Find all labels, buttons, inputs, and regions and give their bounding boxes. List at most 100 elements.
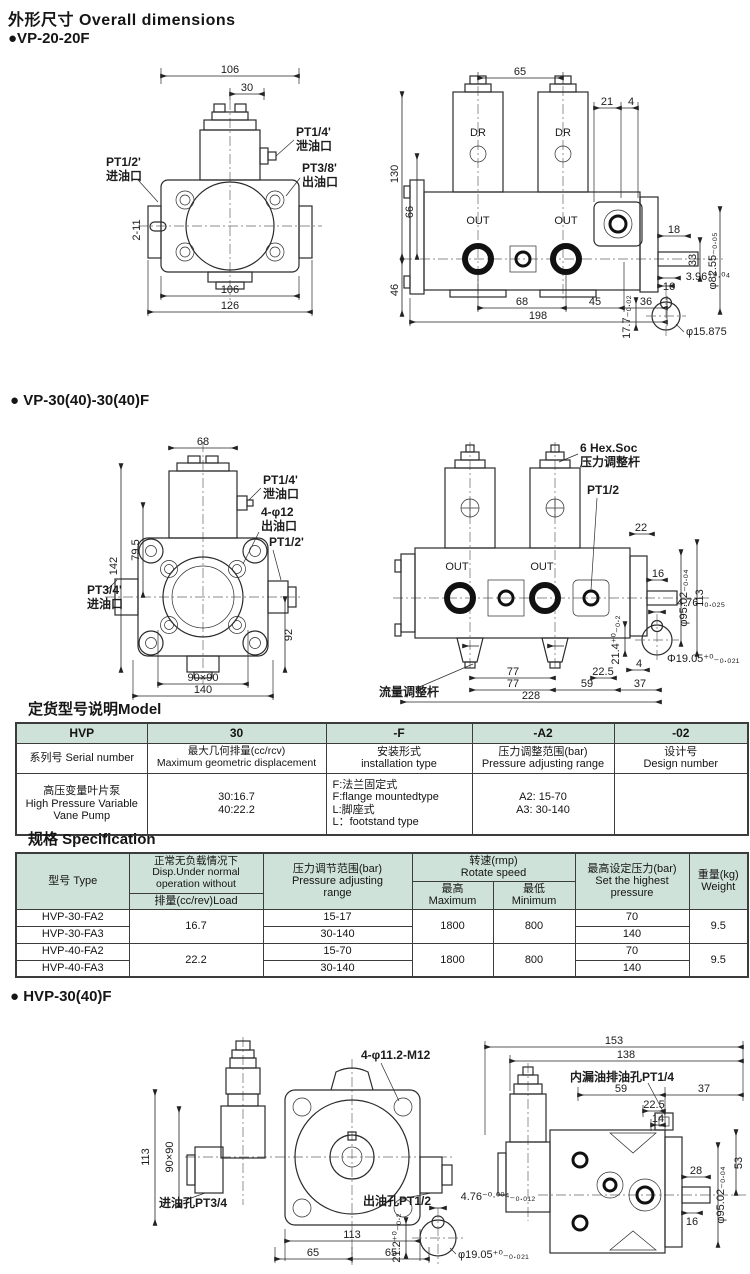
drain-port-label: PT1/4': [263, 473, 298, 487]
spec-row-1: HVP-30-FA2 16.7 15-17 1800 800 70 9.5: [15, 908, 749, 944]
vp20-side-outline: [402, 75, 724, 302]
dim-4: 4: [636, 658, 642, 670]
dim-65a: 65: [307, 1247, 319, 1259]
dim-59: 59: [615, 1083, 627, 1095]
hvp-front-port-labels: 4-φ11.2-M12 进油孔PT3/4 出油孔PT1/2: [159, 1048, 431, 1210]
model-design-v: [613, 772, 749, 836]
dim-key-height: 21.2⁺⁰₋₀.₂: [391, 1213, 403, 1262]
hvp-shaft-key-detail: 4.76⁻⁰·⁰⁰⁴₋₀.₀₁₂ 21.2⁺⁰₋₀.₂ φ19.05⁺⁰₋₀.₀…: [391, 1191, 536, 1264]
vp30-shaft-key-detail: 4.76₋₀.₀₂₅ 21.4⁺⁰₋₀.₂ Φ19.05⁺⁰₋₀.₀₂₁: [610, 597, 740, 665]
dim-138: 138: [617, 1049, 635, 1061]
dim-key-height: 21.4⁺⁰₋₀.₂: [610, 615, 622, 664]
dim-106-top: 106: [221, 64, 239, 76]
dim-key-dia: φ15.875: [686, 326, 727, 338]
hvp-side-drawing: 153 138 59 37 22.5 14 28 16 φ95.02₋₀.₀₄ …: [484, 1035, 746, 1254]
model-table: HVP 30 -F -A2 -02 系列号 Serial number 最大几何…: [15, 722, 749, 836]
internal-drain-port-label-cn: 内漏油排油孔PT1/4: [570, 1069, 674, 1084]
dim-45: 45: [589, 296, 601, 308]
dim-22: 22: [635, 522, 647, 534]
hvp-side-outline: [497, 1063, 746, 1254]
dim-198: 198: [529, 310, 547, 322]
dim-key-width: 4.76⁻⁰·⁰⁰⁴₋₀.₀₁₂: [461, 1191, 536, 1203]
spec-type: HVP-30-FA3: [15, 925, 130, 944]
dim-30: 30: [241, 82, 253, 94]
dim-37: 37: [698, 1083, 710, 1095]
spec-weight: 9.5: [688, 942, 749, 978]
model-header-row: HVP 30 -F -A2 -02: [15, 722, 749, 744]
model-h-f: -F: [325, 722, 473, 744]
model-section-title: 定货型号说明Model: [28, 701, 162, 718]
spec-disp: 16.7: [128, 908, 264, 944]
inlet-port-label: PT3/4': [87, 583, 122, 597]
vp30-front-dimensions: 68 142 79.5 92 90×90 140: [108, 436, 295, 700]
vp30-side-outline: [393, 442, 709, 670]
spec-range: 30-140: [262, 925, 413, 944]
dim-90x90: 90×90: [164, 1142, 176, 1173]
dim-65: 65: [514, 66, 526, 78]
inlet-port-label-cn: 进油口: [87, 596, 123, 611]
dr-label-1: DR: [470, 127, 486, 139]
dim-4: 4: [628, 96, 634, 108]
model-h-hvp: HVP: [15, 722, 148, 744]
dim-68: 68: [516, 296, 528, 308]
vp20-side-drawing: DR DR OUT OUT 65 21 4 130 66 46 18 16 33: [389, 66, 724, 326]
dim-228: 228: [522, 690, 540, 702]
drain-port-label-cn: 泄油口: [296, 138, 332, 153]
spec-row-2: HVP-30-FA3 30-140 140: [15, 925, 748, 944]
dim-153: 153: [605, 1035, 623, 1047]
hvp-front-drawing: 113 90×90 113 65 65 4-φ11.2-M12 进油孔PT3/4…: [140, 1037, 453, 1265]
spec-row-3: HVP-40-FA2 22.2 15-70 1800 800 70 9.5: [15, 942, 749, 978]
dim-key-width: 3.96⁺⁰·⁰⁴: [686, 271, 731, 283]
spec-type: HVP-40-FA3: [15, 959, 130, 978]
dim-21: 21: [601, 96, 613, 108]
inlet-port-label: PT1/2': [106, 155, 141, 169]
spec-row-4: HVP-40-FA3 30-140 140: [15, 959, 748, 978]
outlet-port-label-cn: 出油口: [302, 174, 338, 189]
section-title-hvp: ● HVP-30(40)F: [10, 988, 112, 1005]
hex-soc-label: 6 Hex.Soc: [580, 441, 638, 455]
vp20-shaft-key-detail: 3.96⁺⁰·⁰⁴ 17.7₋₀.₀₂ φ15.875: [621, 271, 731, 339]
out-label-1: OUT: [466, 215, 490, 227]
spec-max: 1800: [411, 942, 494, 978]
spec-set: 70: [574, 942, 690, 961]
hvp-side-dimensions: 153 138 59 37 22.5 14 28 16 φ95.02₋₀.₀₄ …: [484, 1035, 745, 1248]
dim-28: 28: [690, 1165, 702, 1177]
dim-142: 142: [108, 557, 120, 575]
out-label-2: OUT: [554, 215, 578, 227]
dim-79-5: 79.5: [130, 539, 142, 560]
dim-140: 140: [194, 684, 212, 696]
hvp-side-labels: 内漏油排油孔PT1/4: [570, 1069, 674, 1116]
pt12-port-label: PT1/2': [269, 535, 304, 549]
spec-type: HVP-40-FA2: [15, 942, 130, 961]
page-title: 外形尺寸 Overall dimensions: [8, 12, 236, 29]
inlet-port-label-cn: 进油孔PT3/4: [159, 1195, 227, 1210]
spec-weight: 9.5: [688, 908, 749, 944]
vp20-front-outline: [138, 100, 322, 300]
inlet-port-label-cn: 进油口: [106, 168, 142, 183]
dim-113-left: 113: [140, 1148, 152, 1166]
model-h-a2: -A2: [471, 722, 615, 744]
vp20-front-drawing: 106 30 106 126 2-11 PT1/4' 泄油口 PT3/8' 出油…: [106, 64, 338, 316]
model-pressure-h: 压力调整范围(bar)Pressure adjusting range: [471, 742, 615, 774]
dim-106-bottom: 106: [221, 284, 239, 296]
vp20-side-dimensions: 65 21 4 130 66 46 18 16 33 φ82.55₋₀.₀₅: [389, 66, 723, 326]
out-label-2: OUT: [530, 561, 554, 573]
pressure-adjust-label-cn: 压力调整杆: [580, 454, 640, 469]
dim-126: 126: [221, 300, 239, 312]
bolt-holes-label: 4-φ11.2-M12: [361, 1048, 431, 1062]
spec-max: 1800: [411, 908, 494, 944]
dim-65b: 65: [385, 1247, 397, 1259]
dim-113-bottom: 113: [343, 1229, 361, 1241]
dim-18: 18: [668, 224, 680, 236]
spec-set: 140: [574, 925, 690, 944]
model-h-30: 30: [146, 722, 327, 744]
